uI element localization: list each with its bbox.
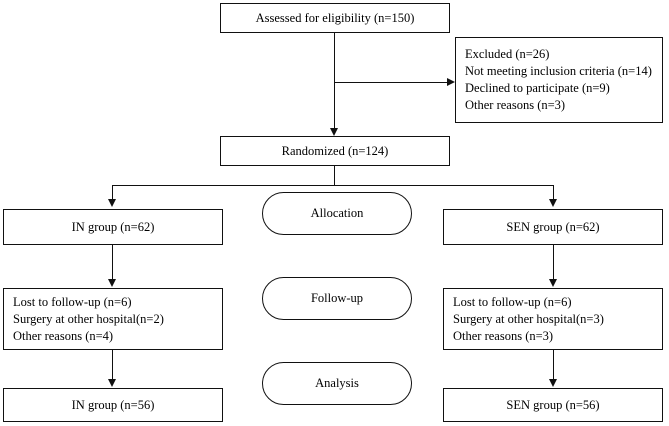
connector-randomized-down [334,166,335,185]
in-group-analyzed-box: IN group (n=56) [3,388,223,422]
in-surgery-other-hospital: Surgery at other hospital(n=2) [13,311,164,326]
in-other-reasons: Other reasons (n=4) [13,328,114,343]
connector-in-lost-to-analyzed [112,350,113,380]
excluded-not-meeting-criteria: Not meeting inclusion criteria (n=14) [465,64,652,78]
excluded-text: Excluded (n=26) Not meeting inclusion cr… [465,46,652,114]
excluded-box: Excluded (n=26) Not meeting inclusion cr… [455,37,663,123]
arrow-into-excluded [447,77,455,86]
stage-label-analysis: Analysis [262,362,412,405]
stage-label-followup: Follow-up [262,277,412,320]
sen-other-reasons: Other reasons (n=3) [453,328,554,343]
sen-group-allocated-label: SEN group (n=62) [506,219,600,234]
arrow-into-sen-group-allocated [548,199,557,207]
allocation-label: Allocation [310,206,364,220]
assessed-for-eligibility-box: Assessed for eligibility (n=150) [220,3,450,33]
arrow-into-in-group-allocated [107,199,116,207]
in-lost-to-followup: Lost to follow-up (n=6) [13,294,132,309]
followup-label: Follow-up [310,291,364,305]
arrow-into-sen-group-analyzed [548,379,557,387]
connector-sen-allocated-to-lost [553,245,554,280]
sen-group-lost-box: Lost to follow-up (n=6) Surgery at other… [443,288,663,350]
in-group-allocated-box: IN group (n=62) [3,209,223,245]
sen-group-analyzed-box: SEN group (n=56) [443,388,663,422]
arrow-into-in-group-analyzed [107,379,116,387]
connector-in-allocated-to-lost [112,245,113,280]
arrow-into-in-group-lost [107,279,116,287]
sen-group-analyzed-label: SEN group (n=56) [506,397,600,412]
sen-group-allocated-box: SEN group (n=62) [443,209,663,245]
sen-surgery-other-hospital: Surgery at other hospital(n=3) [453,311,604,326]
connector-assessed-to-randomized [334,33,335,129]
connector-allocation-split [112,185,554,186]
connector-allocation-right [553,185,554,200]
in-group-analyzed-label: IN group (n=56) [71,397,155,412]
sen-lost-to-followup: Lost to follow-up (n=6) [453,294,572,309]
excluded-total: Excluded (n=26) [465,47,550,61]
excluded-other-reasons: Other reasons (n=3) [465,98,566,112]
connector-trunk-to-excluded [334,82,447,83]
excluded-declined: Declined to participate (n=9) [465,81,610,95]
arrow-into-randomized [329,128,338,136]
arrow-into-sen-group-lost [548,279,557,287]
randomized-box: Randomized (n=124) [220,136,450,166]
stage-label-allocation: Allocation [262,192,412,235]
in-group-allocated-label: IN group (n=62) [71,219,155,234]
analysis-label: Analysis [315,376,359,390]
randomized-label: Randomized (n=124) [281,143,389,158]
connector-sen-lost-to-analyzed [553,350,554,380]
assessed-for-eligibility-label: Assessed for eligibility (n=150) [255,10,415,25]
sen-group-lost-text: Lost to follow-up (n=6) Surgery at other… [453,294,604,345]
connector-allocation-left [112,185,113,200]
in-group-lost-box: Lost to follow-up (n=6) Surgery at other… [3,288,223,350]
in-group-lost-text: Lost to follow-up (n=6) Surgery at other… [13,294,164,345]
